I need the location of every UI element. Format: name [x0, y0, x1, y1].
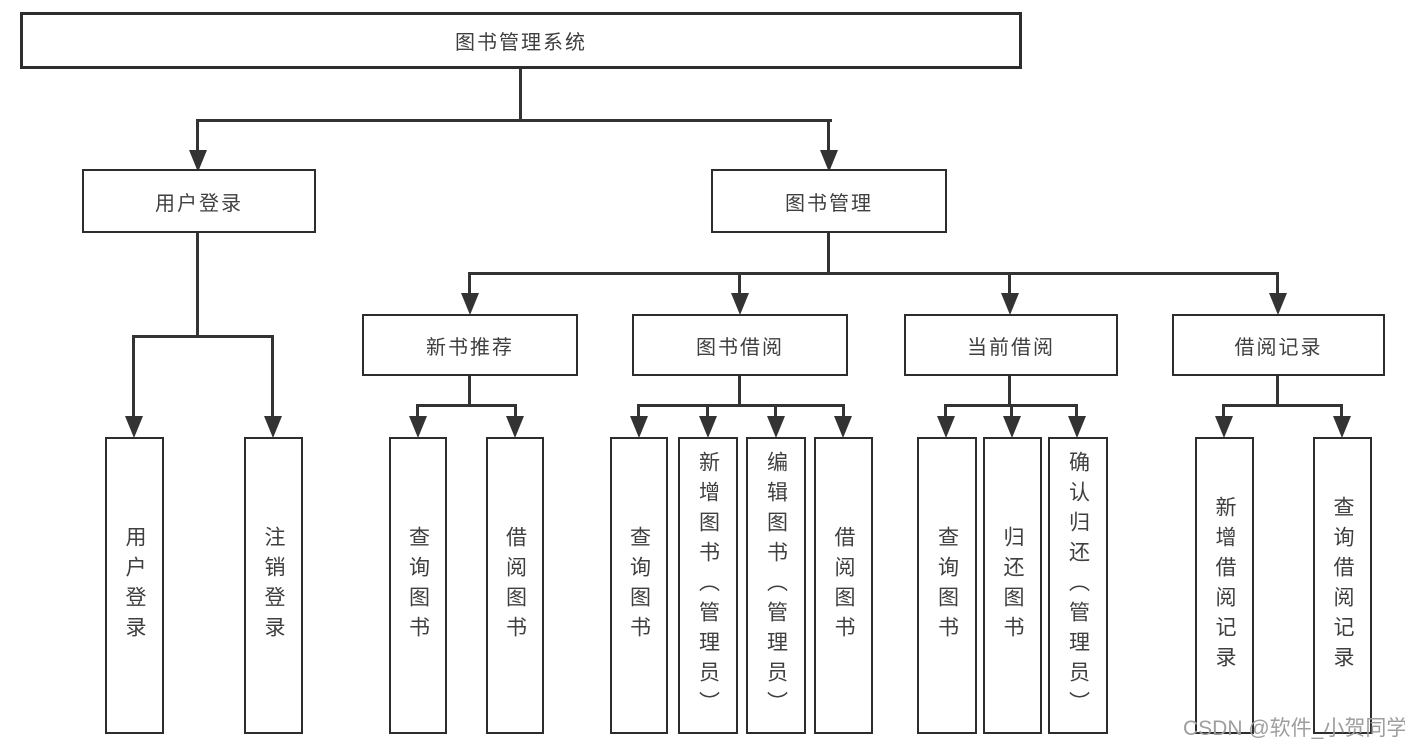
leaf-query-borrow-record: 查询借阅记录 [1313, 437, 1372, 734]
connector-line [514, 404, 517, 418]
connector-line [132, 335, 274, 338]
connector-line [196, 231, 199, 337]
arrow-down-icon [1215, 416, 1233, 438]
node-root-label: 图书管理系统 [455, 32, 587, 54]
node-new-book-recommend-label: 新书推荐 [426, 336, 514, 359]
node-current-borrow: 当前借阅 [904, 314, 1118, 376]
connector-line [1008, 374, 1011, 407]
leaf-add-borrow-record: 新增借阅记录 [1195, 437, 1254, 734]
connector-line [1222, 404, 1225, 418]
leaf-current-query-books-label: 查询图书 [935, 525, 959, 646]
arrow-down-icon [1269, 293, 1287, 315]
leaf-return-book-label: 归还图书 [1001, 525, 1024, 646]
connector-line [519, 66, 522, 121]
leaf-borrow-borrow-books: 借阅图书 [814, 437, 873, 734]
connector-line [468, 272, 1279, 275]
node-user-login-group-label: 用户登录 [155, 192, 243, 215]
leaf-user-login-label: 用户登录 [123, 525, 146, 646]
leaf-edit-book-admin: 编辑图书（管理员） [746, 437, 806, 734]
leaf-logout: 注销登录 [244, 437, 303, 734]
connector-line [468, 374, 471, 407]
connector-line [132, 335, 135, 417]
leaf-add-borrow-record-label: 新增借阅记录 [1213, 495, 1236, 676]
arrow-down-icon [461, 293, 479, 315]
leaf-confirm-return-admin-label: 确认归还（管理员） [1066, 450, 1090, 721]
connector-line [1222, 404, 1343, 407]
connector-line [738, 272, 741, 296]
connector-line [416, 404, 517, 407]
arrow-down-icon [506, 416, 524, 438]
arrow-down-icon [699, 416, 717, 438]
leaf-confirm-return-admin: 确认归还（管理员） [1048, 437, 1108, 734]
connector-line [637, 404, 640, 418]
connector-line [1010, 404, 1013, 418]
arrow-down-icon [1068, 416, 1086, 438]
node-book-borrow: 图书借阅 [632, 314, 848, 376]
leaf-recommend-borrow-books: 借阅图书 [486, 437, 544, 734]
leaf-user-login: 用户登录 [105, 437, 164, 734]
connector-line [706, 404, 709, 418]
connector-line [842, 404, 845, 418]
connector-line [827, 231, 830, 274]
leaf-recommend-query-books-label: 查询图书 [406, 525, 430, 646]
connector-line [637, 404, 845, 407]
arrow-down-icon [630, 416, 648, 438]
arrow-down-icon [820, 150, 838, 172]
connector-line [827, 119, 830, 153]
arrow-down-icon [189, 150, 207, 172]
node-current-borrow-label: 当前借阅 [967, 336, 1055, 359]
leaf-add-book-admin-label: 新增图书（管理员） [696, 450, 720, 721]
connector-line [1276, 374, 1279, 407]
arrow-down-icon [767, 416, 785, 438]
arrow-down-icon [409, 416, 427, 438]
leaf-add-book-admin: 新增图书（管理员） [678, 437, 738, 734]
arrow-down-icon [731, 293, 749, 315]
arrow-down-icon [125, 416, 143, 438]
connector-line [738, 374, 741, 407]
leaf-return-book: 归还图书 [983, 437, 1042, 734]
connector-line [1340, 404, 1343, 418]
connector-line [196, 119, 199, 153]
leaf-recommend-borrow-books-label: 借阅图书 [503, 525, 527, 646]
connector-line [416, 404, 419, 418]
connector-line [1276, 272, 1279, 296]
leaf-recommend-query-books: 查询图书 [389, 437, 447, 734]
arrow-down-icon [1333, 416, 1351, 438]
node-borrow-records: 借阅记录 [1172, 314, 1385, 376]
connector-line [774, 404, 777, 418]
leaf-borrow-query-books-label: 查询图书 [627, 525, 651, 646]
leaf-current-query-books: 查询图书 [917, 437, 977, 734]
connector-line [1075, 404, 1078, 418]
node-book-borrow-label: 图书借阅 [696, 336, 784, 359]
connector-line [271, 335, 274, 417]
leaf-query-borrow-record-label: 查询借阅记录 [1331, 495, 1354, 676]
node-user-login-group: 用户登录 [82, 169, 316, 233]
leaf-borrow-query-books: 查询图书 [610, 437, 668, 734]
connector-line [197, 119, 832, 122]
connector-line [944, 404, 947, 418]
arrow-down-icon [1003, 416, 1021, 438]
arrow-down-icon [264, 416, 282, 438]
node-new-book-recommend: 新书推荐 [362, 314, 578, 376]
connector-line [1008, 272, 1011, 296]
node-book-management: 图书管理 [711, 169, 947, 233]
arrow-down-icon [834, 416, 852, 438]
leaf-logout-label: 注销登录 [262, 525, 285, 646]
arrow-down-icon [937, 416, 955, 438]
connector-line [468, 272, 471, 296]
leaf-edit-book-admin-label: 编辑图书（管理员） [764, 450, 788, 721]
node-borrow-records-label: 借阅记录 [1234, 336, 1323, 359]
watermark-text: CSDN @软件_小贺同学 [1183, 717, 1405, 740]
arrow-down-icon [1001, 293, 1019, 315]
node-book-management-label: 图书管理 [785, 192, 873, 215]
leaf-borrow-borrow-books-label: 借阅图书 [832, 525, 855, 646]
node-root: 图书管理系统 [20, 12, 1022, 69]
